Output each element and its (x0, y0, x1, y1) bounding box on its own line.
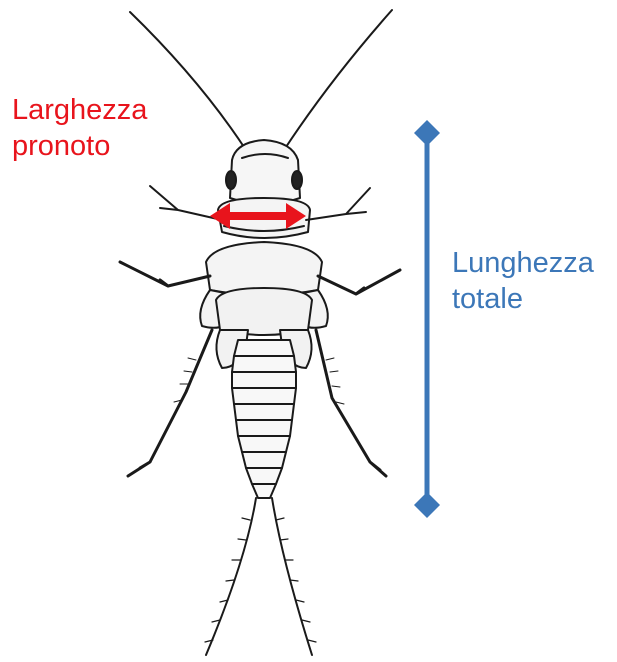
left-middle-leg (120, 262, 210, 286)
cerci-bristles (205, 518, 316, 642)
pronotum-width-label-line-1: Larghezza (12, 92, 147, 128)
pronotum-width-label-line-2: pronoto (12, 128, 147, 164)
right-cercus (272, 498, 312, 655)
right-antenna (284, 10, 392, 150)
right-middle-leg (318, 270, 400, 294)
right-eye (292, 171, 302, 189)
left-cercus (206, 498, 256, 655)
right-front-leg (306, 188, 370, 220)
left-hind-leg (128, 330, 212, 476)
total-length-label-line-2: totale (452, 281, 594, 317)
total-length-label: Lunghezza totale (452, 245, 594, 317)
right-hind-leg (316, 330, 386, 476)
abdomen (232, 340, 296, 498)
head (230, 140, 300, 204)
total-length-bar (414, 120, 440, 518)
total-length-label-line-1: Lunghezza (452, 245, 594, 281)
left-eye (226, 171, 236, 189)
left-front-leg (150, 186, 222, 220)
pronotum-width-label: Larghezza pronoto (12, 92, 147, 164)
metathorax (216, 288, 312, 335)
